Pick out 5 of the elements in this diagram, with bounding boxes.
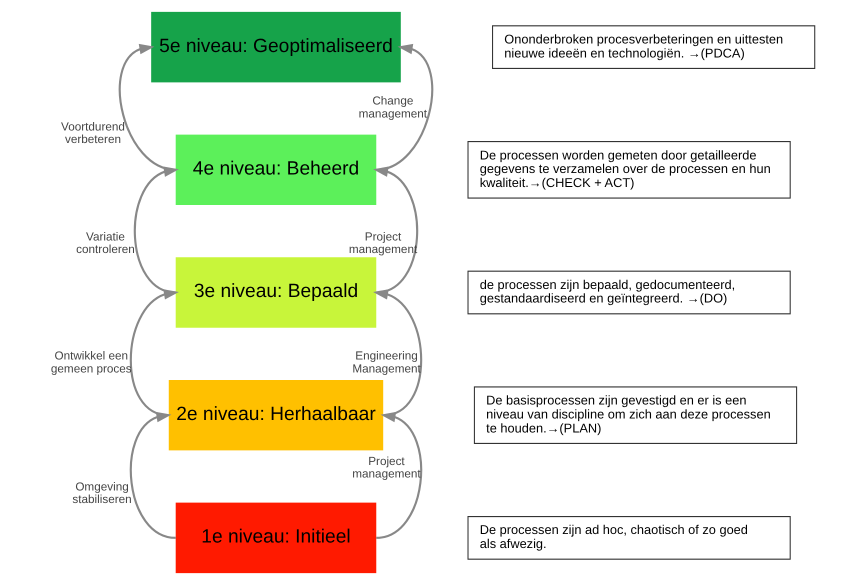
edge-label: Voortdurend verbeteren xyxy=(60,120,124,146)
edge-label: Change management xyxy=(358,94,427,120)
edge-label: Project management xyxy=(352,454,420,481)
edge-label: Omgeving stabiliseren xyxy=(72,480,132,506)
edge-label: Variatie controleren xyxy=(76,230,134,256)
